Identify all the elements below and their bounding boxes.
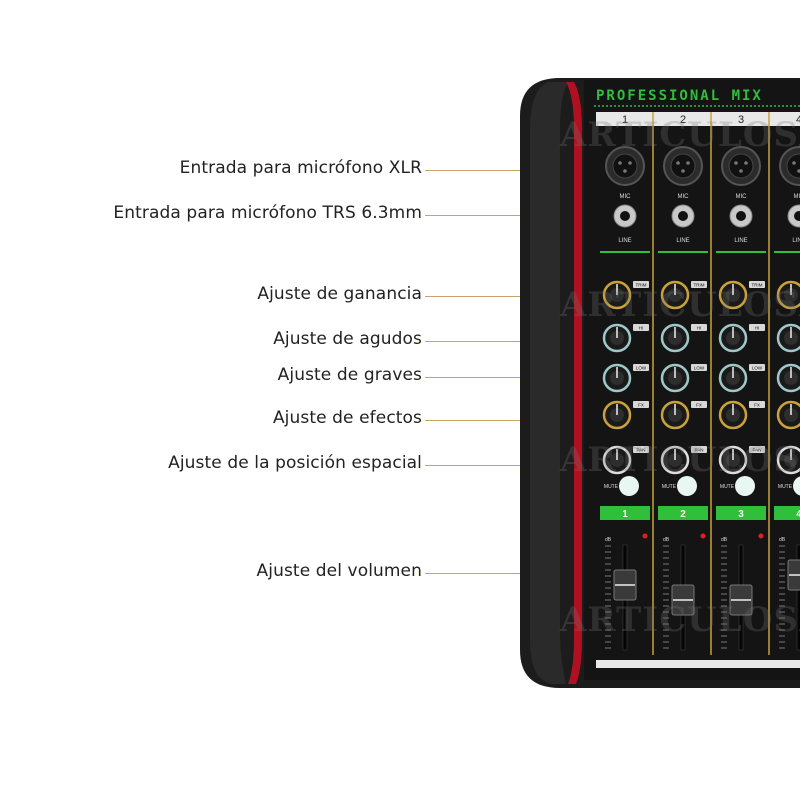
svg-text:MUTE: MUTE (662, 484, 677, 490)
callout-xlr-input: Entrada para micrófono XLR (179, 158, 422, 178)
mute-button (735, 476, 755, 496)
svg-text:MUTE: MUTE (604, 484, 619, 490)
svg-text:FX: FX (754, 403, 760, 408)
callout-trs-input: Entrada para micrófono TRS 6.3mm (113, 203, 422, 223)
svg-text:MUTE: MUTE (720, 484, 735, 490)
svg-text:MIC: MIC (678, 194, 690, 200)
svg-text:HI: HI (755, 326, 760, 331)
svg-text:TRIM: TRIM (752, 283, 763, 288)
callout-volume: Ajuste del volumen (256, 561, 422, 581)
svg-text:PAN: PAN (637, 448, 646, 453)
mixer-title: PROFESSIONAL MIX (596, 88, 763, 104)
channel-label-strip (716, 506, 766, 520)
svg-text:LOW: LOW (752, 366, 763, 371)
callout-effects: Ajuste de efectos (272, 408, 422, 428)
svg-text:LOW: LOW (694, 366, 705, 371)
svg-text:MIC: MIC (620, 194, 632, 200)
channel-number: 3 (738, 114, 744, 126)
svg-text:4: 4 (796, 509, 800, 520)
svg-text:dB: dB (779, 537, 786, 543)
svg-text:PAN: PAN (753, 448, 762, 453)
svg-text:LINE: LINE (734, 238, 747, 244)
callout-treble: Ajuste de agudos (273, 329, 422, 349)
leader-line-volume (425, 573, 610, 574)
mixer-bottom-strip (596, 660, 800, 668)
leader-line-treble (425, 341, 605, 342)
mixer-red-edge (566, 82, 582, 684)
mixer-side-cheek (530, 82, 568, 684)
svg-text:dB: dB (605, 537, 612, 543)
svg-text:2: 2 (680, 509, 686, 520)
channel-number: 4 (796, 114, 800, 126)
svg-text:1: 1 (622, 509, 628, 520)
channel-strip: 4MICLINETRIMHILOWFXPANMUTE4dB (774, 114, 800, 651)
channel-label-strip (600, 506, 650, 520)
svg-text:FX: FX (638, 403, 644, 408)
leader-line-gain (425, 296, 605, 297)
svg-text:LINE: LINE (618, 238, 631, 244)
svg-text:TRIM: TRIM (636, 283, 647, 288)
channel-label-strip (774, 506, 800, 520)
leader-line-effects (425, 420, 605, 421)
svg-text:3: 3 (738, 509, 744, 520)
mute-button (793, 476, 800, 496)
callout-gain: Ajuste de ganancia (257, 284, 422, 304)
svg-text:LINE: LINE (792, 238, 800, 244)
mute-button (677, 476, 697, 496)
leader-line-trs (425, 215, 610, 216)
svg-text:MIC: MIC (736, 194, 748, 200)
channel-number-strip (596, 112, 800, 126)
callout-bass: Ajuste de graves (277, 365, 422, 385)
svg-text:LINE: LINE (676, 238, 689, 244)
svg-text:dB: dB (721, 537, 728, 543)
svg-text:dB: dB (663, 537, 670, 543)
svg-text:FX: FX (696, 403, 702, 408)
svg-text:MIC: MIC (794, 194, 800, 200)
channel-label-strip (658, 506, 708, 520)
svg-text:LOW: LOW (636, 366, 647, 371)
leader-line-pan (425, 465, 605, 466)
svg-text:HI: HI (639, 326, 644, 331)
channel-number: 1 (622, 114, 628, 126)
callout-pan: Ajuste de la posición espacial (168, 453, 422, 473)
svg-text:MUTE: MUTE (778, 484, 793, 490)
leader-line-xlr (425, 170, 610, 171)
svg-text:TRIM: TRIM (694, 283, 705, 288)
channel-number: 2 (680, 114, 686, 126)
svg-text:PAN: PAN (695, 448, 704, 453)
mute-button (619, 476, 639, 496)
svg-text:HI: HI (697, 326, 702, 331)
leader-line-bass (425, 377, 605, 378)
